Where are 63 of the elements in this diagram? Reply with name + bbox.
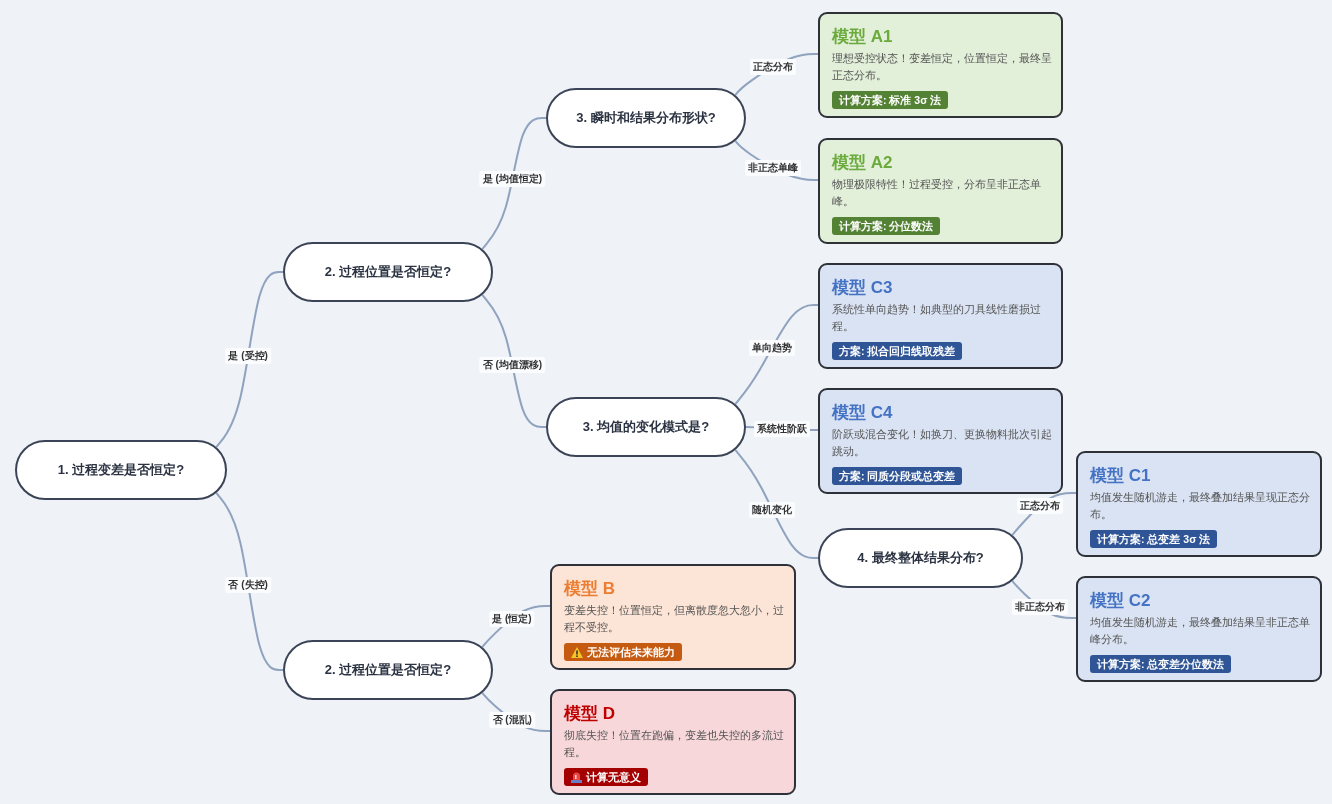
question-text: 3. 瞬时和结果分布形状? xyxy=(576,109,716,127)
connector-line xyxy=(481,294,547,428)
card-description: 彻底失控！位置在跑偏，变差也失控的多流过程。 xyxy=(564,728,785,760)
question-text: 4. 最终整体结果分布? xyxy=(857,549,984,567)
tag-text: 无法评估未来能力 xyxy=(587,645,675,659)
card-title: 模型 C4 xyxy=(832,402,894,424)
tag-text: 计算无意义 xyxy=(586,770,641,784)
decision-node xyxy=(283,640,493,700)
method-tag: 计算方案: 标准 3σ 法 xyxy=(832,91,949,109)
card-title: 模型 C3 xyxy=(832,277,894,299)
edge-label: 非正态分布 xyxy=(1012,599,1069,616)
model-card xyxy=(1076,451,1322,557)
question-text: 2. 过程位置是否恒定? xyxy=(324,263,452,281)
card-description: 系统性单向趋势！如典型的刀具线性磨损过程。 xyxy=(832,302,1042,334)
method-tag: 计算方案: 总变差分位数法 xyxy=(1090,655,1232,673)
card-title: 模型 D xyxy=(564,703,616,725)
card-description: 均值发生随机游走，最终叠加结果呈现正态分布。 xyxy=(1090,490,1311,522)
card-description: 变差失控！位置恒定，但离散度忽大忽小，过程不受控。 xyxy=(564,603,785,635)
edge-label: 是 (恒定) xyxy=(489,610,535,627)
edge-label: 否 (混乱) xyxy=(489,711,535,728)
connector-line xyxy=(734,449,819,559)
decision-node xyxy=(15,440,227,500)
method-tag: 计算方案: 总变差 3σ 法 xyxy=(1090,530,1218,548)
card-description: 理想受控状态！变差恒定，位置恒定，最终呈正态分布。 xyxy=(832,51,1053,83)
decision-node xyxy=(546,397,746,457)
method-tag: 方案: 同质分段或总变差 xyxy=(832,467,963,485)
card-description: 均值发生随机游走，最终叠加结果呈非正态单峰分布。 xyxy=(1090,615,1311,647)
model-card xyxy=(1076,576,1322,682)
edge-label: 正态分布 xyxy=(1016,498,1063,514)
edge-label: 正态分布 xyxy=(750,58,797,75)
model-card xyxy=(818,12,1063,118)
decision-node xyxy=(283,242,493,302)
edge-label: 是 (受控) xyxy=(225,347,271,364)
question-text: 3. 均值的变化模式是? xyxy=(582,418,710,436)
edge-label: 非正态单峰 xyxy=(745,159,802,176)
question-text: 2. 过程位置是否恒定? xyxy=(324,661,452,679)
decision-node xyxy=(818,528,1023,588)
method-tag: 方案: 拟合回归线取残差 xyxy=(832,342,963,360)
model-card xyxy=(818,388,1063,494)
connector-line xyxy=(215,271,284,448)
edge-label: 随机变化 xyxy=(749,502,796,519)
edge-label: 否 (均值漂移) xyxy=(479,357,546,374)
question-text: 1. 过程变差是否恒定? xyxy=(57,461,185,479)
card-title: 模型 C1 xyxy=(1090,465,1152,487)
card-description: 阶跃或混合变化！如换刀、更换物料批次引起跳动。 xyxy=(832,427,1053,459)
card-description: 物理极限特性！过程受控，分布呈非正态单峰。 xyxy=(832,177,1042,209)
model-card xyxy=(818,138,1063,244)
connector-line xyxy=(481,117,547,250)
card-title: 模型 C2 xyxy=(1090,590,1152,612)
model-card xyxy=(550,689,796,795)
decision-node xyxy=(546,88,746,148)
edge-label: 系统性阶跃 xyxy=(753,421,810,438)
model-card xyxy=(550,564,796,670)
card-title: 模型 A2 xyxy=(832,152,894,174)
card-title: 模型 B xyxy=(564,578,616,600)
method-tag: 计算方案: 分位数法 xyxy=(832,217,941,235)
connector-line xyxy=(734,304,819,405)
connector-line xyxy=(215,492,284,671)
edge-label: 是 (均值恒定) xyxy=(479,171,546,188)
edge-label: 单向趋势 xyxy=(748,339,795,356)
card-title: 模型 A1 xyxy=(832,26,894,48)
edge-label: 否 (失控) xyxy=(225,577,271,594)
model-card xyxy=(818,263,1063,369)
